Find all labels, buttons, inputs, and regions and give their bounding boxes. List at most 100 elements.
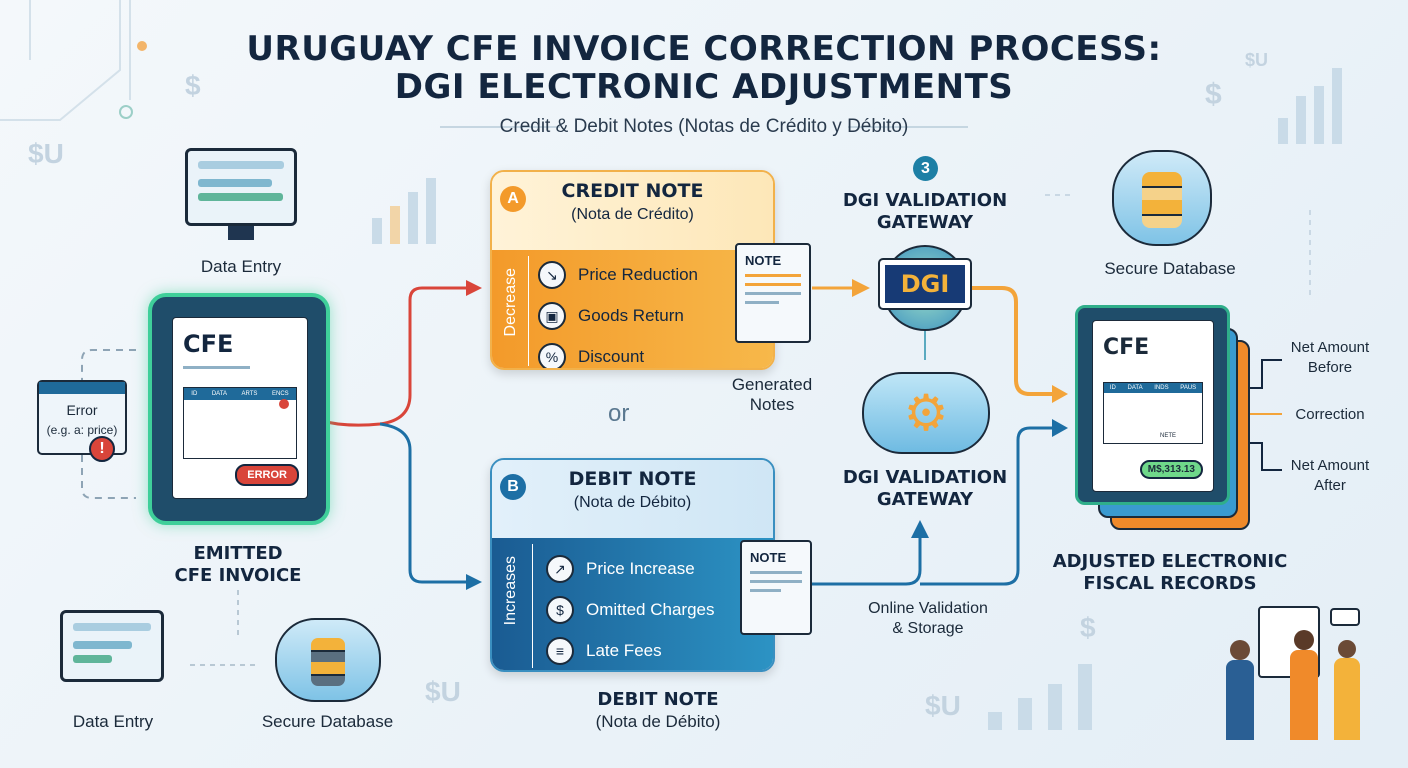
adjusted-cfe-table: ID DATA INDS PAUS NETE bbox=[1103, 382, 1203, 444]
error-button[interactable]: ERROR bbox=[235, 464, 299, 486]
dgi-logo-text: DGI bbox=[885, 265, 965, 303]
debit-item: ≡Late Fees bbox=[546, 630, 773, 670]
exclamation-icon: ! bbox=[89, 436, 115, 462]
secure-database-cloud-icon bbox=[1112, 150, 1212, 246]
or-label: or bbox=[608, 400, 630, 427]
credit-item-label: Discount bbox=[578, 346, 645, 366]
box-return-icon: ▣ bbox=[538, 301, 566, 330]
currency-decor: $ bbox=[185, 70, 201, 101]
col-header: INDS bbox=[1154, 385, 1169, 391]
credit-item: % Discount bbox=[538, 336, 773, 368]
credit-item-label: Goods Return bbox=[578, 305, 684, 325]
cfe-table: ID DATA ARTS ENCS bbox=[183, 387, 297, 459]
debit-item-label: Price Increase bbox=[586, 558, 695, 578]
data-entry-monitor-icon bbox=[60, 610, 164, 682]
adjusted-cfe-title: CFE bbox=[1103, 335, 1150, 360]
monitor-stand-icon bbox=[228, 226, 254, 240]
net-after-line2: After bbox=[1314, 477, 1346, 494]
credit-item: ↘Price Reduction bbox=[538, 254, 773, 295]
secure-database-cloud-icon bbox=[275, 618, 381, 702]
credit-item: ▣ Goods Return bbox=[538, 295, 773, 336]
correction-label: Correction bbox=[1295, 406, 1365, 423]
cloud-gear-icon: ⚙ bbox=[862, 372, 990, 454]
cfe-doc-title: CFE bbox=[183, 330, 234, 358]
debit-note-doc-icon: NOTE bbox=[740, 540, 812, 635]
debit-title: DEBIT NOTE bbox=[568, 468, 697, 490]
credit-note-doc-icon: NOTE bbox=[735, 243, 811, 343]
error-marker-icon bbox=[279, 399, 289, 409]
adjusted-cfe-record: CFE ID DATA INDS PAUS NETE M$,313.13 bbox=[1075, 305, 1230, 505]
cfe-tablet: CFE ID DATA ARTS ENCS ERROR bbox=[148, 293, 330, 525]
currency-decor: $ bbox=[1205, 78, 1222, 111]
error-popup: Error (e.g. a: price) bbox=[37, 380, 127, 455]
total-label: NETE bbox=[1159, 433, 1176, 439]
debit-item: $ Omitted Charges bbox=[546, 589, 773, 630]
net-before-line1: Net Amount bbox=[1290, 339, 1370, 356]
currency-decor: $ bbox=[1080, 612, 1096, 643]
currency-decor: $U bbox=[925, 690, 961, 721]
subtitle: Credit & Debit Notes (Notas de Crédito y… bbox=[499, 116, 909, 137]
net-before-line2: Before bbox=[1307, 359, 1353, 376]
col-header: ID bbox=[191, 391, 198, 397]
increases-label: Increases bbox=[502, 556, 519, 626]
online-line1: Online Validation bbox=[868, 600, 988, 617]
debit-bottom-title: DEBIT NOTE bbox=[597, 689, 719, 710]
gateway-title-line: DGI VALIDATION bbox=[842, 190, 1008, 211]
data-entry-bottom-label: Data Entry bbox=[72, 712, 154, 731]
credit-title: CREDIT NOTE bbox=[561, 180, 704, 202]
secure-database-label: Secure Database bbox=[1104, 259, 1236, 278]
step-3-badge: 3 bbox=[913, 156, 938, 181]
col-header: ID bbox=[1109, 385, 1116, 391]
bar-chart-decor bbox=[372, 68, 1342, 730]
gateway-title-line: DGI VALIDATION bbox=[842, 467, 1008, 488]
data-entry-label: Data Entry bbox=[200, 257, 282, 276]
generated-line2: Notes bbox=[749, 395, 795, 414]
adjusted-line1: ADJUSTED ELECTRONIC bbox=[1052, 551, 1288, 572]
error-text: Error bbox=[66, 402, 98, 418]
emitted-line2: CFE INVOICE bbox=[174, 565, 302, 586]
coin-icon: $ bbox=[546, 595, 574, 624]
online-line2: & Storage bbox=[892, 620, 964, 637]
col-header: DATA bbox=[1127, 385, 1143, 391]
debit-note-card: B DEBIT NOTE (Nota de Débito) Increases … bbox=[490, 458, 775, 672]
trend-down-icon: ↘ bbox=[538, 260, 566, 289]
note-label: NOTE bbox=[745, 253, 782, 268]
amount-badge: M$,313.13 bbox=[1139, 460, 1203, 479]
note-label: NOTE bbox=[750, 550, 787, 565]
badge-b: B bbox=[500, 474, 526, 500]
col-header: ARTS bbox=[241, 391, 258, 397]
col-header: DATA bbox=[211, 391, 227, 397]
decrease-label: Decrease bbox=[502, 268, 519, 337]
debit-subtitle: (Nota de Débito) bbox=[573, 494, 692, 511]
badge-a: A bbox=[500, 186, 526, 212]
currency-decor: $U bbox=[1245, 50, 1269, 70]
col-header: ENCS bbox=[272, 391, 289, 397]
invoice-clock-icon: ≡ bbox=[546, 636, 574, 665]
credit-note-card: A CREDIT NOTE (Nota de Crédito) Decrease… bbox=[490, 170, 775, 370]
data-entry-monitor-icon bbox=[185, 148, 297, 226]
debit-item: ↗ Price Increase bbox=[546, 548, 773, 589]
team-analysis-illustration bbox=[1220, 600, 1390, 740]
percent-icon: % bbox=[538, 342, 566, 368]
gateway-title-line: GATEWAY bbox=[876, 212, 974, 233]
debit-item-label: Omitted Charges bbox=[586, 599, 715, 619]
col-header: PAUS bbox=[1180, 385, 1197, 391]
dgi-logo[interactable]: DGI bbox=[878, 258, 972, 310]
online-validation-label: Online Validation & Storage bbox=[838, 599, 1018, 639]
gateway-title-line: GATEWAY bbox=[876, 489, 974, 510]
credit-subtitle: (Nota de Crédito) bbox=[571, 206, 694, 223]
secure-database-bottom-label: Secure Database bbox=[261, 712, 394, 731]
title-line2: DGI ELECTRONIC ADJUSTMENTS bbox=[394, 67, 1014, 107]
currency-decor: $U bbox=[28, 138, 64, 169]
trend-up-icon: ↗ bbox=[546, 554, 574, 583]
currency-decor: $U bbox=[425, 676, 461, 707]
error-example: (e.g. a: price) bbox=[46, 423, 118, 437]
